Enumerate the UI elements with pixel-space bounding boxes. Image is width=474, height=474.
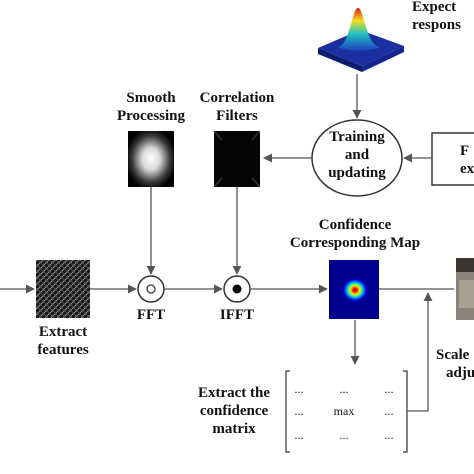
extracted-features-image bbox=[36, 260, 90, 318]
matrix-cell-max: max bbox=[333, 404, 355, 418]
expected-response-label: Expect respons bbox=[412, 0, 461, 33]
ifft-label: IFFT bbox=[219, 307, 255, 323]
matrix-cell: ... bbox=[384, 382, 394, 396]
correlation-filters-label: Correlation Filters bbox=[199, 90, 275, 124]
fft-node bbox=[137, 275, 165, 303]
extract-confidence-label: Extract the confidence matrix bbox=[197, 385, 271, 437]
scale-adjust-label: Scale adju bbox=[436, 347, 474, 381]
fft-label: FFT bbox=[136, 307, 166, 323]
correlation-filters-image bbox=[213, 130, 261, 188]
matrix-cell: ... bbox=[384, 404, 394, 418]
smooth-processing-label: Smooth Processing bbox=[116, 90, 186, 124]
feature-extraction-box bbox=[431, 132, 474, 186]
training-updating-label: Training and updating bbox=[328, 129, 386, 181]
matrix-cell: ... bbox=[294, 404, 304, 418]
ifft-node bbox=[223, 275, 251, 303]
smooth-processing-image bbox=[128, 131, 174, 187]
matrix-cell: ... bbox=[384, 428, 394, 442]
confidence-map-label: Confidence Corresponding Map bbox=[289, 217, 421, 251]
scale-adjust-photo bbox=[456, 258, 474, 320]
extract-features-label: Extract features bbox=[37, 324, 89, 358]
expected-response-plot bbox=[318, 8, 404, 72]
confidence-map-image bbox=[329, 260, 379, 319]
matrix-cell: ... bbox=[339, 428, 349, 442]
matrix-cell: ... bbox=[339, 382, 349, 396]
matrix-cell: ... bbox=[294, 428, 304, 442]
matrix-cell: ... bbox=[294, 382, 304, 396]
feature-extraction-label: F ext bbox=[460, 143, 474, 177]
matrix-left-bracket bbox=[285, 370, 290, 453]
arrow-matrix-to-scale bbox=[407, 292, 433, 412]
